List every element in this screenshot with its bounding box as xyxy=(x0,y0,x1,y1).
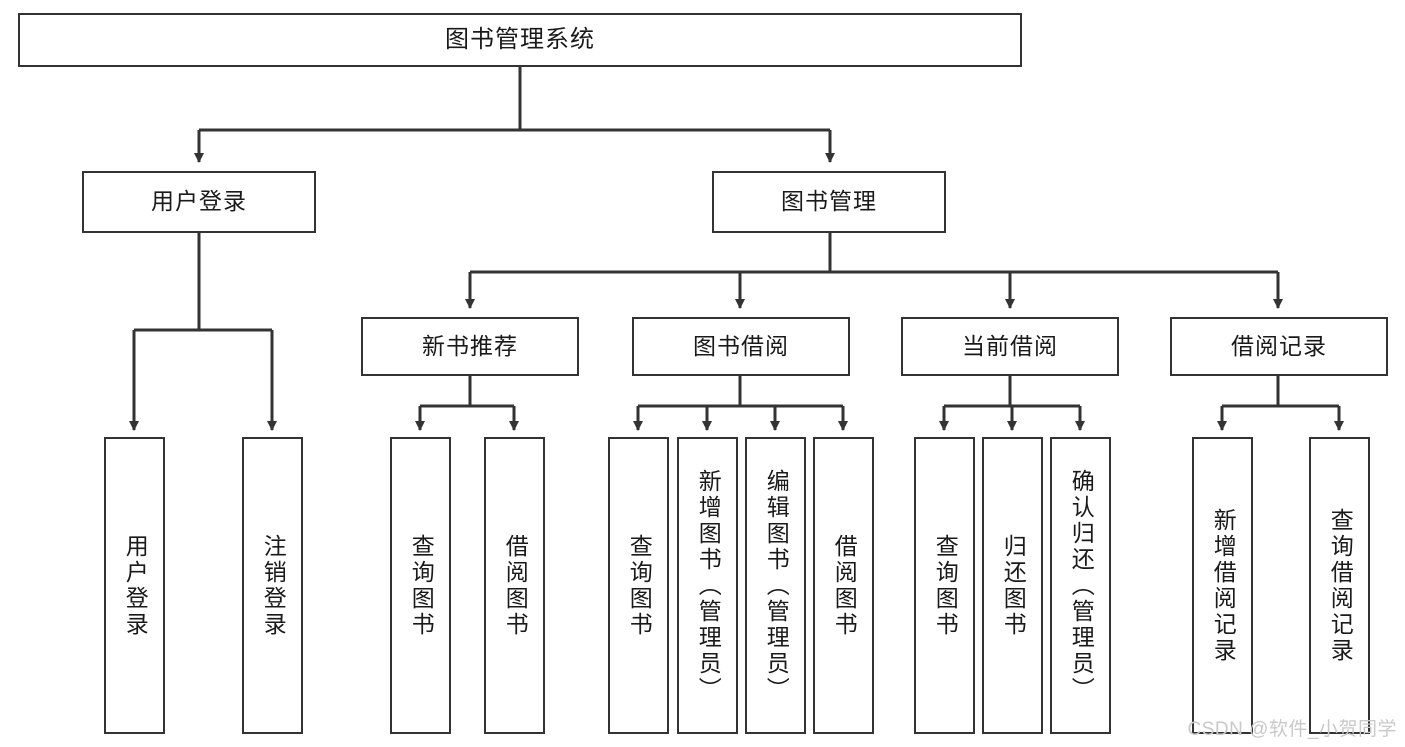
leaf-label: 新增图书（管理员） xyxy=(695,468,722,703)
leaf-borrow-book-recommend[interactable]: 借阅图书 xyxy=(484,437,545,734)
leaf-return-book[interactable]: 归还图书 xyxy=(982,437,1043,734)
leaf-query-borrow-record[interactable]: 查询借阅记录 xyxy=(1309,437,1370,734)
leaf-label: 查询图书 xyxy=(932,533,959,638)
node-borrow-record[interactable]: 借阅记录 xyxy=(1170,317,1388,376)
leaf-user-logout[interactable]: 注销登录 xyxy=(242,437,303,734)
leaf-query-book-current[interactable]: 查询图书 xyxy=(914,437,975,734)
leaf-query-book-borrow[interactable]: 查询图书 xyxy=(608,437,669,734)
node-new-book-recommend[interactable]: 新书推荐 xyxy=(361,317,579,376)
leaf-user-login[interactable]: 用户登录 xyxy=(104,437,165,734)
leaf-label: 用户登录 xyxy=(122,533,149,638)
leaf-label: 查询图书 xyxy=(626,533,653,638)
leaf-label: 借阅图书 xyxy=(502,533,529,638)
leaf-label: 归还图书 xyxy=(1000,533,1027,638)
csdn-watermark: CSDN @软件_小贺同学 xyxy=(1187,719,1397,740)
node-user-login[interactable]: 用户登录 xyxy=(82,171,316,233)
node-root-system[interactable]: 图书管理系统 xyxy=(18,13,1022,67)
node-book-manage[interactable]: 图书管理 xyxy=(712,171,946,233)
leaf-label: 查询借阅记录 xyxy=(1327,507,1354,664)
node-current-borrow[interactable]: 当前借阅 xyxy=(901,317,1119,376)
leaf-label: 查询图书 xyxy=(408,533,435,638)
leaf-confirm-return-admin[interactable]: 确认归还（管理员） xyxy=(1050,437,1111,734)
leaf-label: 注销登录 xyxy=(260,533,287,638)
leaf-borrow-book[interactable]: 借阅图书 xyxy=(813,437,874,734)
leaf-add-borrow-record[interactable]: 新增借阅记录 xyxy=(1192,437,1253,734)
leaf-add-book-admin[interactable]: 新增图书（管理员） xyxy=(677,437,738,734)
leaf-label: 借阅图书 xyxy=(831,533,858,638)
leaf-label: 新增借阅记录 xyxy=(1210,507,1237,664)
leaf-edit-book-admin[interactable]: 编辑图书（管理员） xyxy=(745,437,806,734)
leaf-label: 编辑图书（管理员） xyxy=(763,468,790,703)
node-book-borrow[interactable]: 图书借阅 xyxy=(632,317,850,376)
leaf-query-book-recommend[interactable]: 查询图书 xyxy=(390,437,451,734)
leaf-label: 确认归还（管理员） xyxy=(1068,468,1095,703)
